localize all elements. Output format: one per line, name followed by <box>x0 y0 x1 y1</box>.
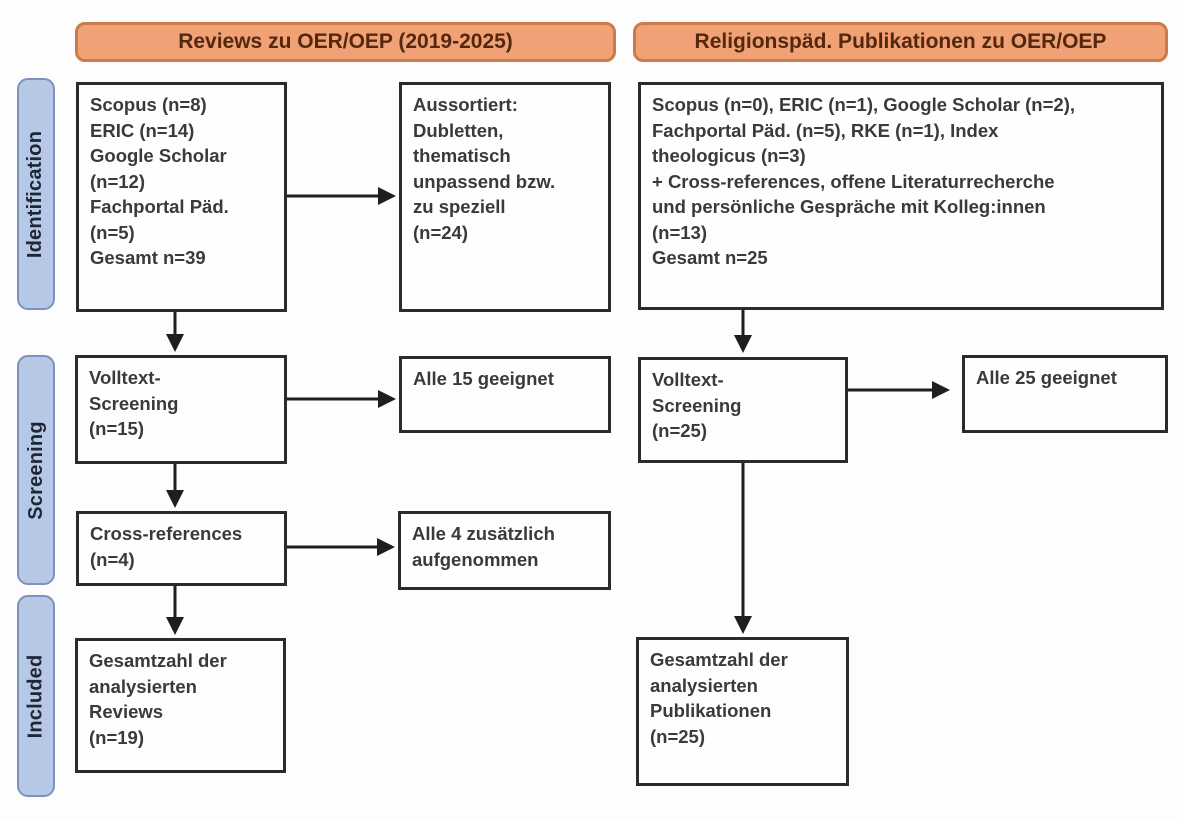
box-eligible-reviews: Alle 15 geeignet <box>399 356 611 433</box>
box-sources-reviews: Scopus (n=8) ERIC (n=14) Google Scholar … <box>76 82 287 312</box>
box-crossreferences: Cross-references (n=4) <box>76 511 287 586</box>
stage-label-identification-text: Identification <box>24 130 47 258</box>
stage-label-screening-text: Screening <box>24 420 47 520</box>
box-excluded-reviews: Aussortiert: Dubletten, thematisch unpas… <box>399 82 611 312</box>
column-header-religionspaed: Religionspäd. Publikationen zu OER/OEP <box>633 22 1168 62</box>
box-fulltext-screening-publications: Volltext- Screening (n=25) <box>638 357 848 463</box>
box-eligible-publications: Alle 25 geeignet <box>962 355 1168 433</box>
box-total-reviews: Gesamtzahl der analysierten Reviews (n=1… <box>75 638 286 773</box>
box-crossref-added: Alle 4 zusätzlich aufgenommen <box>398 511 611 590</box>
box-fulltext-screening-reviews: Volltext- Screening (n=15) <box>75 355 287 464</box>
column-header-reviews: Reviews zu OER/OEP (2019-2025) <box>75 22 616 62</box>
stage-label-included-text: Included <box>24 654 47 738</box>
box-sources-religionspaed: Scopus (n=0), ERIC (n=1), Google Scholar… <box>638 82 1164 310</box>
stage-label-identification: Identification <box>17 78 55 310</box>
stage-label-screening: Screening <box>17 355 55 585</box>
stage-label-included: Included <box>17 595 55 797</box>
box-total-publications: Gesamtzahl der analysierten Publikatione… <box>636 637 849 786</box>
